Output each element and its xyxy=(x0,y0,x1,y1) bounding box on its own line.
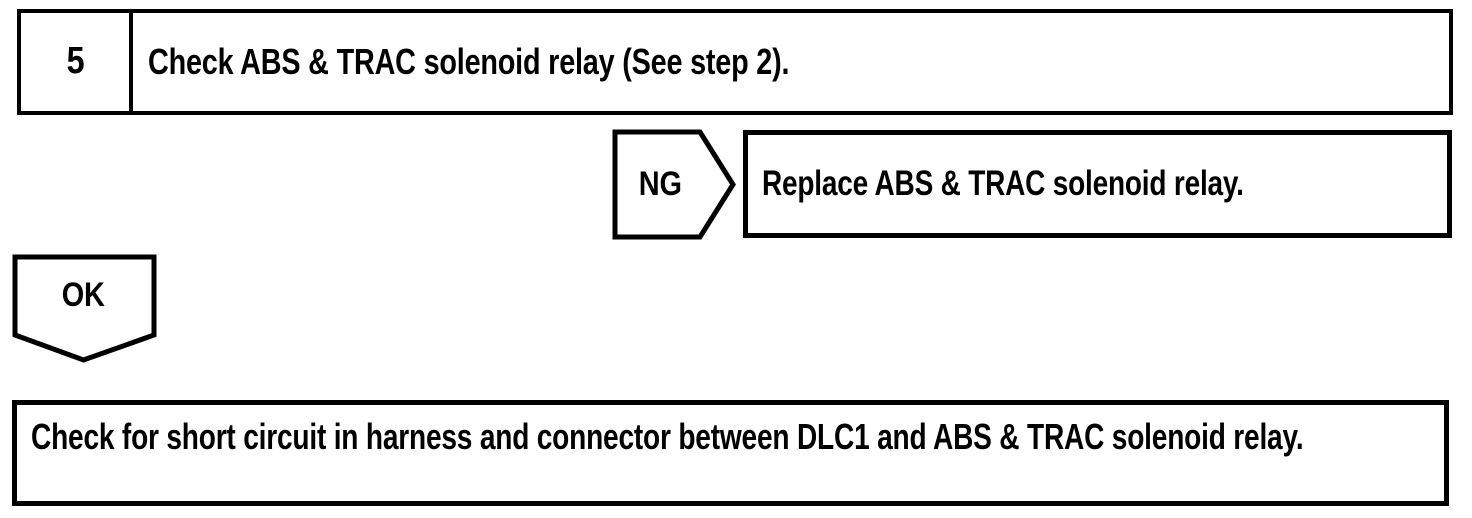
ng-action-text: Replace ABS & TRAC solenoid relay. xyxy=(762,163,1244,203)
ok-arrow-polygon xyxy=(12,254,157,363)
ok-label: OK xyxy=(62,276,105,315)
step-box: 5 Check ABS & TRAC solenoid relay (See s… xyxy=(17,9,1453,115)
ng-action-box: Replace ABS & TRAC solenoid relay. xyxy=(743,130,1452,238)
ng-arrow-polygon xyxy=(612,129,736,240)
result-box: Check for short circuit in harness and c… xyxy=(12,400,1449,506)
step-instruction: Check ABS & TRAC solenoid relay (See ste… xyxy=(148,41,790,83)
step-instruction-cell: Check ABS & TRAC solenoid relay (See ste… xyxy=(133,42,1449,82)
result-text: Check for short circuit in harness and c… xyxy=(31,416,1304,457)
ng-arrow-shape xyxy=(612,129,736,240)
ok-label-container: OK xyxy=(15,257,152,335)
step-number: 5 xyxy=(66,40,84,83)
ok-arrow-shape xyxy=(12,254,157,363)
step-number-cell: 5 xyxy=(21,13,133,111)
ng-label-container: NG xyxy=(615,132,705,237)
ng-label: NG xyxy=(638,164,682,203)
